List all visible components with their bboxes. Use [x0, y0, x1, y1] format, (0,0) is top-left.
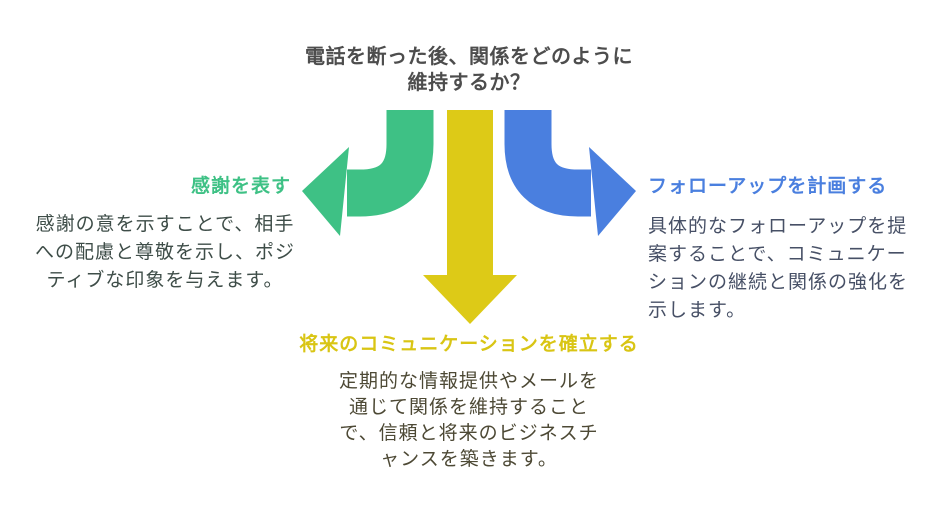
branch-left-heading: 感謝を表す: [190, 176, 291, 197]
curved-right-arrow-stem: [504, 110, 591, 217]
curved-right-arrow-head: [589, 147, 636, 236]
curved-right-arrow: [504, 110, 636, 236]
branch-bottom-body: 定期的な情報提供やメールを 通じて関係を維持すること で、信頼と将来のビジネスチ…: [338, 371, 599, 470]
branch-bottom-heading: 将来のコミュニケーションを確立する: [299, 334, 639, 355]
curved-left-arrow: [302, 110, 434, 236]
curved-left-arrow-head: [302, 147, 349, 236]
curved-left-arrow-stem: [347, 110, 434, 217]
straight-down-arrow-head: [423, 275, 517, 324]
branch-left-body: 感謝の意を示すことで、相手 への配慮と尊敬を示し、ポジ ティブな印象を与えます。: [34, 214, 295, 291]
branch-right-heading: フォローアップを計画する: [648, 176, 888, 197]
straight-down-arrow: [423, 110, 517, 324]
branch-right-body: 具体的なフォローアップを提 案することで、コミュニケー ションの継続と関係の強化…: [648, 216, 909, 321]
diagram-title: 電話を断った後、関係をどのように 維持するか？: [305, 46, 633, 94]
